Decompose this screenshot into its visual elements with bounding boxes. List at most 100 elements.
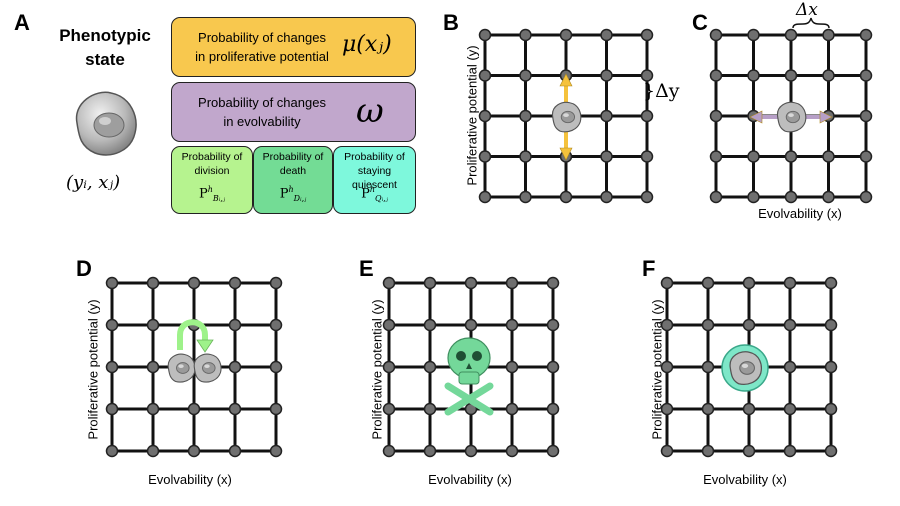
quiescent-line-1: Probability of bbox=[344, 151, 405, 163]
title-line-2: state bbox=[85, 50, 125, 69]
lattice-node bbox=[478, 190, 492, 204]
lattice-node bbox=[600, 190, 613, 204]
grid-lines bbox=[709, 28, 873, 204]
title-line-1: Phenotypic bbox=[59, 26, 151, 45]
lattice-node bbox=[709, 190, 723, 204]
lattice-node bbox=[640, 69, 654, 82]
lattice-node bbox=[824, 276, 838, 290]
lattice-node bbox=[382, 276, 396, 290]
lattice-node bbox=[701, 444, 715, 458]
lattice-node bbox=[187, 276, 201, 290]
arrow-right-head bbox=[819, 110, 833, 124]
lattice-node bbox=[146, 276, 160, 290]
lattice-node bbox=[105, 318, 119, 332]
lattice-node bbox=[824, 318, 838, 332]
lattice-node bbox=[822, 28, 835, 42]
lattice-node bbox=[546, 402, 560, 416]
lattice-node bbox=[423, 444, 437, 458]
lattice-node bbox=[742, 276, 756, 290]
grid-lines bbox=[382, 276, 560, 458]
lattice-node bbox=[546, 444, 560, 458]
lattice-node bbox=[640, 28, 654, 42]
lattice-node bbox=[742, 402, 756, 416]
omega-symbol: ω bbox=[356, 91, 384, 131]
lattice-node bbox=[228, 402, 242, 416]
skull-eye-right bbox=[472, 351, 482, 361]
lattice-node bbox=[784, 150, 798, 163]
lattice-node bbox=[784, 190, 798, 204]
lattice-node bbox=[660, 276, 674, 290]
lattice-node bbox=[660, 318, 674, 332]
panel-d-xlabel: Evolvability (x) bbox=[148, 472, 232, 487]
lattice-node bbox=[464, 276, 478, 290]
arrow-down-head bbox=[559, 147, 573, 161]
skull-eye-left bbox=[456, 351, 466, 361]
skull-nose bbox=[466, 363, 472, 369]
division-probability-box: Probability of division PhBᵢ,ⱼ bbox=[171, 146, 253, 214]
lattice-node bbox=[701, 360, 715, 374]
lattice-node bbox=[824, 360, 838, 374]
lattice-node bbox=[747, 150, 760, 163]
phenotypic-state-title: Phenotypic state bbox=[50, 24, 160, 72]
lattice-node bbox=[423, 402, 437, 416]
division-arrow bbox=[177, 319, 208, 350]
lattice-node bbox=[701, 318, 715, 332]
lattice-node bbox=[600, 109, 613, 123]
panel-label-e: E bbox=[359, 256, 374, 281]
quiescent-symbol: PhQᵢ,ⱼ bbox=[361, 185, 388, 203]
lattice-node bbox=[822, 69, 835, 82]
arrow-left-head bbox=[749, 110, 763, 124]
grid-lines bbox=[105, 276, 283, 458]
lattice-node bbox=[709, 69, 723, 82]
lattice-node bbox=[228, 444, 242, 458]
lattice-node bbox=[824, 402, 838, 416]
cell-coordinate: (yᵢ, xⱼ) bbox=[66, 172, 121, 193]
lattice-node bbox=[660, 444, 674, 458]
lattice-node bbox=[382, 318, 396, 332]
lattice-node bbox=[600, 69, 613, 82]
prolif-line-2: in proliferative potential bbox=[195, 49, 329, 64]
lattice-node bbox=[640, 150, 654, 163]
cell-icon bbox=[75, 91, 137, 156]
lattice-node bbox=[822, 150, 835, 163]
lattice-node bbox=[822, 190, 835, 204]
lattice-node bbox=[423, 360, 437, 374]
evol-line-2: in evolvability bbox=[223, 114, 301, 129]
lattice-node bbox=[505, 276, 519, 290]
crossbone-2 bbox=[444, 382, 494, 416]
lattice-node bbox=[747, 28, 760, 42]
lattice-node bbox=[519, 150, 532, 163]
lattice-node bbox=[859, 109, 873, 123]
lattice-node bbox=[600, 150, 613, 163]
lattice-node bbox=[382, 402, 396, 416]
lattice-node bbox=[546, 276, 560, 290]
lattice-node bbox=[783, 360, 797, 374]
lattice-node bbox=[709, 109, 723, 123]
panel-e-xlabel: Evolvability (x) bbox=[428, 472, 512, 487]
lattice-node bbox=[742, 444, 756, 458]
lattice-node bbox=[382, 444, 396, 458]
panel-b-delta-y: }Δy bbox=[643, 80, 680, 102]
proliferative-change-box: Probability of changes in proliferative … bbox=[171, 17, 416, 77]
lattice-node bbox=[783, 318, 797, 332]
prolif-line-1: Probability of changes bbox=[198, 30, 326, 45]
death-line-1: Probability of bbox=[262, 151, 324, 163]
evolvability-change-box: Probability of changes in evolvability ω bbox=[171, 82, 416, 142]
lattice-node bbox=[105, 360, 119, 374]
lattice-node bbox=[784, 69, 798, 82]
panel-label-f: F bbox=[642, 256, 656, 281]
lattice-node bbox=[784, 28, 798, 42]
lattice-node bbox=[709, 28, 723, 42]
panel-f-xlabel: Evolvability (x) bbox=[703, 472, 787, 487]
lattice-node bbox=[478, 150, 492, 163]
panel-c-xlabel: Evolvability (x) bbox=[758, 206, 842, 221]
evol-line-1: Probability of changes bbox=[198, 95, 326, 110]
division-line-1: Probability of bbox=[181, 151, 243, 163]
lattice-node bbox=[783, 402, 797, 416]
lattice-node bbox=[640, 190, 654, 204]
lattice-node bbox=[269, 276, 283, 290]
lattice-node bbox=[187, 402, 201, 416]
lattice-node bbox=[146, 402, 160, 416]
panel-f-cell bbox=[729, 351, 762, 385]
